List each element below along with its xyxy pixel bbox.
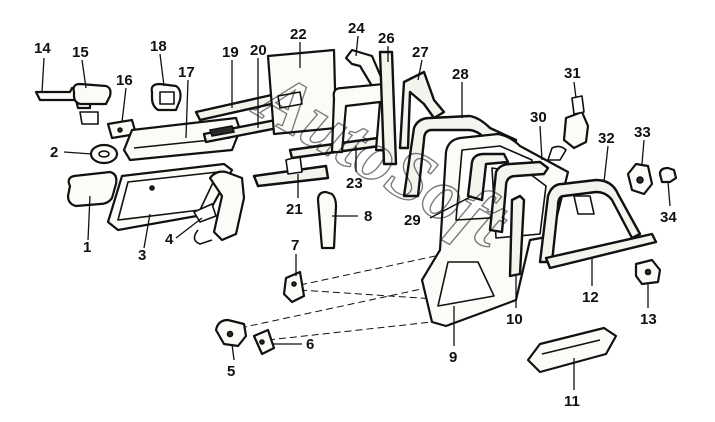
label-11: 11 bbox=[564, 393, 580, 410]
part-34-screw bbox=[658, 166, 678, 184]
part-11-reflector bbox=[526, 326, 618, 374]
part-5-hinge bbox=[214, 318, 248, 348]
part-30-seal bbox=[488, 160, 550, 234]
label-21: 21 bbox=[286, 201, 303, 218]
label-18: 18 bbox=[150, 38, 167, 55]
label-2: 2 bbox=[50, 144, 58, 161]
part-7-hinge bbox=[282, 270, 306, 304]
label-1: 1 bbox=[83, 239, 91, 256]
part-33-latch bbox=[626, 162, 654, 196]
label-8: 8 bbox=[364, 208, 372, 225]
label-30: 30 bbox=[530, 109, 547, 126]
leader-lines bbox=[41, 35, 671, 390]
label-4: 4 bbox=[165, 231, 174, 248]
part-8-guide bbox=[316, 190, 338, 250]
label-16: 16 bbox=[116, 72, 133, 89]
part-10-channel bbox=[508, 194, 526, 278]
label-29: 29 bbox=[404, 212, 421, 229]
callout-labels: 14 15 16 2 18 17 1 3 4 19 20 22 21 23 24… bbox=[34, 20, 677, 410]
label-20: 20 bbox=[250, 42, 267, 59]
part-15-handle bbox=[72, 82, 112, 125]
part-27-rod bbox=[398, 70, 446, 150]
label-3: 3 bbox=[138, 247, 146, 264]
label-9: 9 bbox=[449, 349, 457, 366]
label-26: 26 bbox=[378, 30, 395, 47]
label-10: 10 bbox=[506, 311, 523, 328]
alignment-lines bbox=[239, 254, 451, 341]
label-7: 7 bbox=[291, 237, 299, 254]
part-13-striker bbox=[634, 258, 662, 286]
part-29-glass-run bbox=[466, 152, 510, 202]
label-12: 12 bbox=[582, 289, 599, 306]
label-34: 34 bbox=[660, 209, 677, 226]
label-17: 17 bbox=[178, 64, 195, 81]
part-2-knob bbox=[89, 143, 119, 165]
part-12-sill-strip bbox=[544, 232, 658, 270]
label-32: 32 bbox=[598, 130, 615, 147]
label-24: 24 bbox=[348, 20, 365, 37]
part-31-lock-cylinder bbox=[547, 95, 590, 161]
label-19: 19 bbox=[222, 44, 239, 61]
part-6-hinge bbox=[252, 328, 276, 356]
label-23: 23 bbox=[346, 175, 363, 192]
label-27: 27 bbox=[412, 44, 429, 61]
label-31: 31 bbox=[564, 65, 581, 82]
part-1-pull-cup bbox=[66, 170, 118, 208]
part-21-channel bbox=[252, 155, 330, 188]
label-15: 15 bbox=[72, 44, 89, 61]
label-5: 5 bbox=[227, 363, 235, 380]
label-28: 28 bbox=[452, 66, 469, 83]
label-6: 6 bbox=[306, 336, 314, 353]
part-18-grommet bbox=[150, 82, 182, 112]
label-14: 14 bbox=[34, 40, 51, 57]
label-13: 13 bbox=[640, 311, 657, 328]
label-22: 22 bbox=[290, 26, 307, 43]
part-4-regulator-arm bbox=[193, 170, 246, 245]
label-33: 33 bbox=[634, 124, 651, 141]
